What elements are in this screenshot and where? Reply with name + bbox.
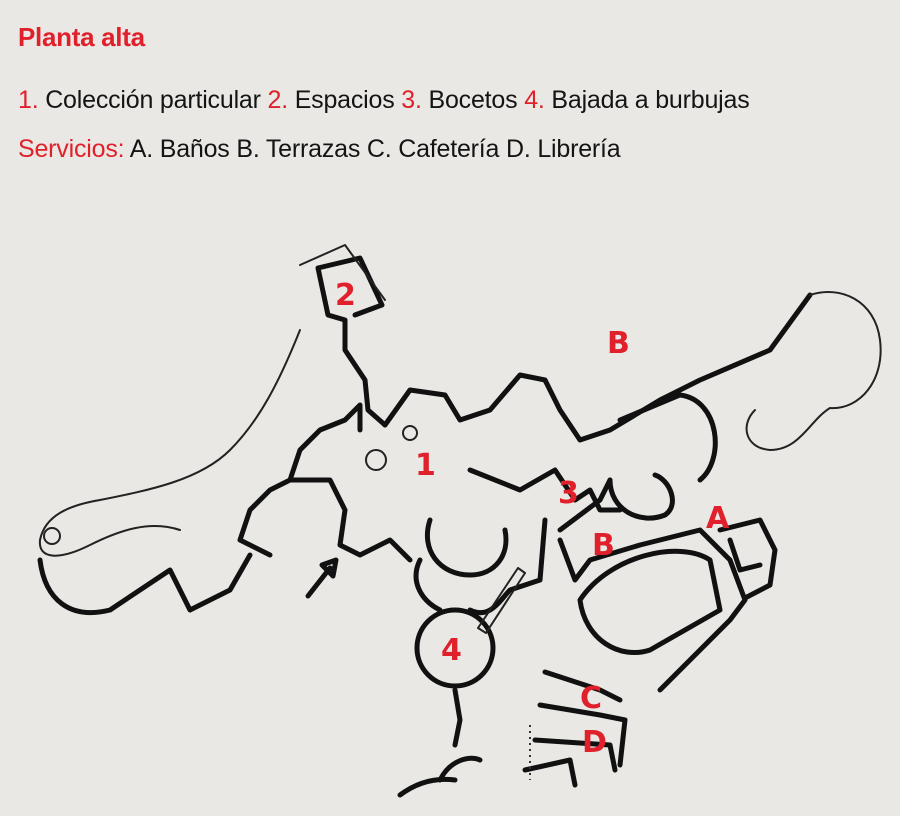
left-circle xyxy=(43,527,61,545)
label-room-2: 2 xyxy=(335,278,356,313)
entrance-arrow-icon xyxy=(305,557,339,599)
central-hall-walls xyxy=(237,372,548,563)
legend-text-2: Espacios xyxy=(294,86,395,114)
room4-connection xyxy=(413,517,548,615)
bottom-curve xyxy=(397,755,483,798)
label-terrace-top: B xyxy=(607,326,630,361)
legend-services-heading: Servicios: xyxy=(18,135,125,163)
legend-services: Servicios: A. Baños B. Terrazas C. Cafet… xyxy=(18,135,621,164)
legend-rooms: 1. Colección particular 2. Espacios 3. B… xyxy=(18,86,750,115)
room2-outer xyxy=(299,244,386,301)
banos-walls xyxy=(717,517,778,601)
page-title: Planta alta xyxy=(18,22,145,52)
label-libreria: D xyxy=(582,725,607,760)
room4-circle xyxy=(414,607,496,689)
ramp xyxy=(477,567,526,634)
legend-text-1: Colección particular xyxy=(45,86,261,114)
label-cafeteria: C xyxy=(580,681,602,716)
left-wing-curve-wall xyxy=(37,552,253,616)
legend-num-4: 4. xyxy=(524,86,545,114)
hall-column xyxy=(402,425,418,441)
left-wing-outline xyxy=(38,329,301,557)
legend-num-2: 2. xyxy=(267,86,289,114)
right-oval-walls xyxy=(607,392,718,521)
pool-terrace-walls xyxy=(557,527,748,693)
label-room-1: 1 xyxy=(415,448,436,483)
label-room-3: 3 xyxy=(558,476,579,511)
label-terrace-mid: B xyxy=(592,528,615,563)
legend-services-text: A. Baños B. Terrazas C. Cafetería D. Lib… xyxy=(129,135,621,163)
hall-circle xyxy=(365,449,387,471)
label-banos: A xyxy=(706,501,730,536)
legend-text-3: Bocetos xyxy=(428,86,518,114)
legend-num-3: 3. xyxy=(401,86,422,114)
legend-text-4: Bajada a burbujas xyxy=(551,86,750,114)
label-room-4: 4 xyxy=(441,633,462,668)
legend-num-1: 1. xyxy=(18,86,39,114)
right-blob xyxy=(745,291,882,451)
lower-block-walls xyxy=(452,669,628,788)
